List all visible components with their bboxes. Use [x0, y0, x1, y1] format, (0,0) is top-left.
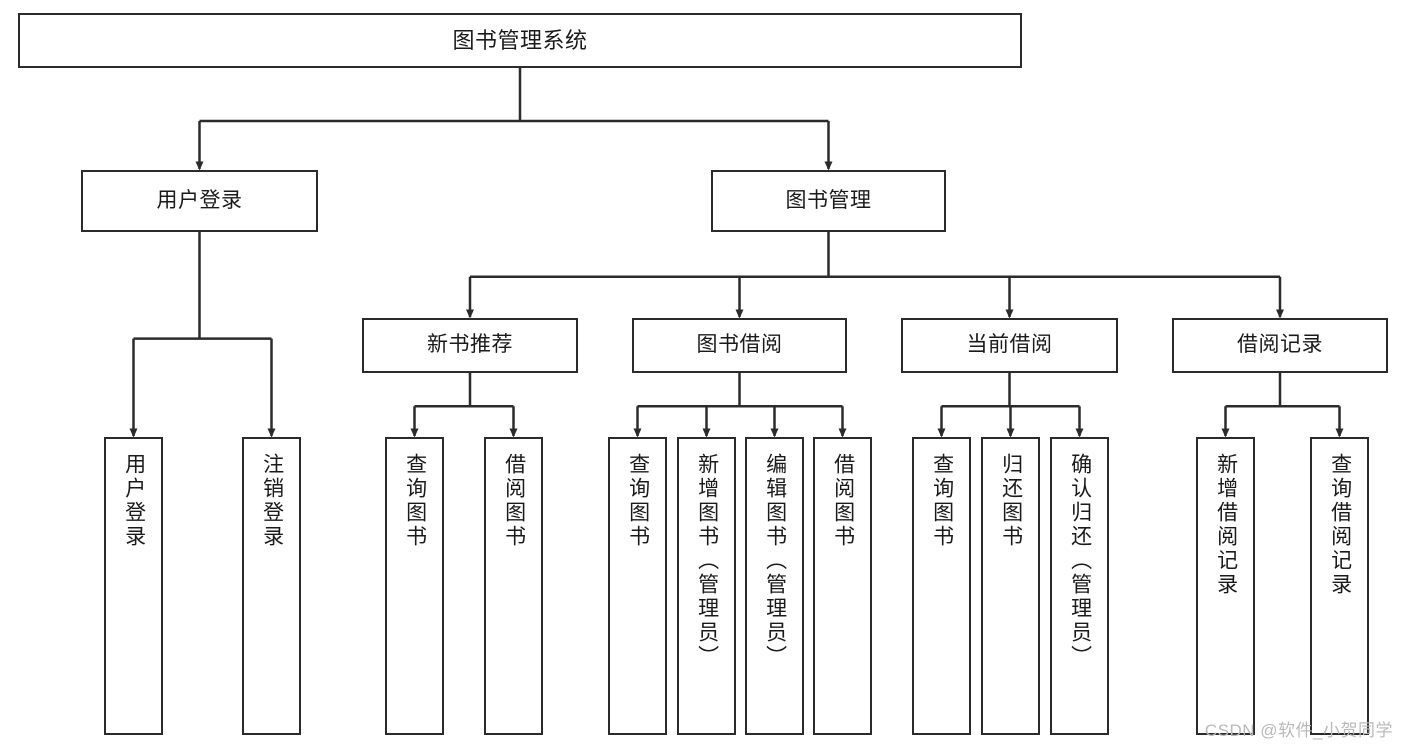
node-label: 图书借阅 [696, 333, 783, 357]
node-leaf-cur-confirm[interactable]: 确认归还（管理员） [1050, 437, 1109, 735]
node-leaf-cur-return[interactable]: 归还图书 [981, 437, 1040, 735]
watermark-text: CSDN @软件_小贺同学 [1204, 721, 1393, 740]
node-label: 新增图书（管理员） [695, 453, 719, 669]
node-label: 图书管理系统 [452, 27, 588, 53]
node-root[interactable]: 图书管理系统 [18, 13, 1022, 68]
node-leaf-cur-query[interactable]: 查询图书 [912, 437, 971, 735]
node-label: 新书推荐 [427, 333, 513, 357]
node-bookmgmt[interactable]: 图书管理 [711, 170, 946, 232]
node-label: 借阅记录 [1237, 333, 1323, 357]
node-label: 查询图书 [930, 453, 954, 549]
node-leaf-bo-borrow[interactable]: 借阅图书 [813, 437, 872, 735]
node-label: 注销登录 [260, 453, 284, 549]
node-label: 查询图书 [626, 453, 650, 549]
node-leaf-rec-query[interactable]: 查询借阅记录 [1310, 437, 1369, 735]
node-login[interactable]: 用户登录 [81, 170, 318, 232]
node-leaf-rec-add[interactable]: 新增借阅记录 [1196, 437, 1255, 735]
node-leaf-nb-query[interactable]: 查询图书 [385, 437, 444, 735]
node-leaf-bo-query[interactable]: 查询图书 [608, 437, 667, 735]
node-leaf-bo-add[interactable]: 新增图书（管理员） [677, 437, 736, 735]
node-label: 查询图书 [403, 453, 427, 549]
node-label: 借阅图书 [502, 453, 526, 549]
node-label: 编辑图书（管理员） [763, 453, 787, 669]
node-records[interactable]: 借阅记录 [1172, 318, 1388, 373]
node-newbooks[interactable]: 新书推荐 [362, 318, 578, 373]
node-leaf-nb-borrow[interactable]: 借阅图书 [484, 437, 543, 735]
node-label: 当前借阅 [966, 333, 1053, 357]
node-label: 借阅图书 [831, 453, 855, 549]
node-label: 确认归还（管理员） [1068, 453, 1092, 669]
node-leaf-user-logout[interactable]: 注销登录 [242, 437, 301, 735]
node-label: 归还图书 [999, 453, 1023, 549]
node-label: 查询借阅记录 [1328, 453, 1352, 597]
node-leaf-bo-edit[interactable]: 编辑图书（管理员） [745, 437, 804, 735]
node-borrow[interactable]: 图书借阅 [632, 318, 847, 373]
node-label: 用户登录 [122, 453, 146, 549]
node-label: 用户登录 [156, 188, 243, 212]
node-label: 图书管理 [785, 188, 872, 212]
node-leaf-user-login[interactable]: 用户登录 [104, 437, 163, 735]
node-current[interactable]: 当前借阅 [901, 318, 1118, 373]
node-label: 新增借阅记录 [1214, 453, 1238, 597]
